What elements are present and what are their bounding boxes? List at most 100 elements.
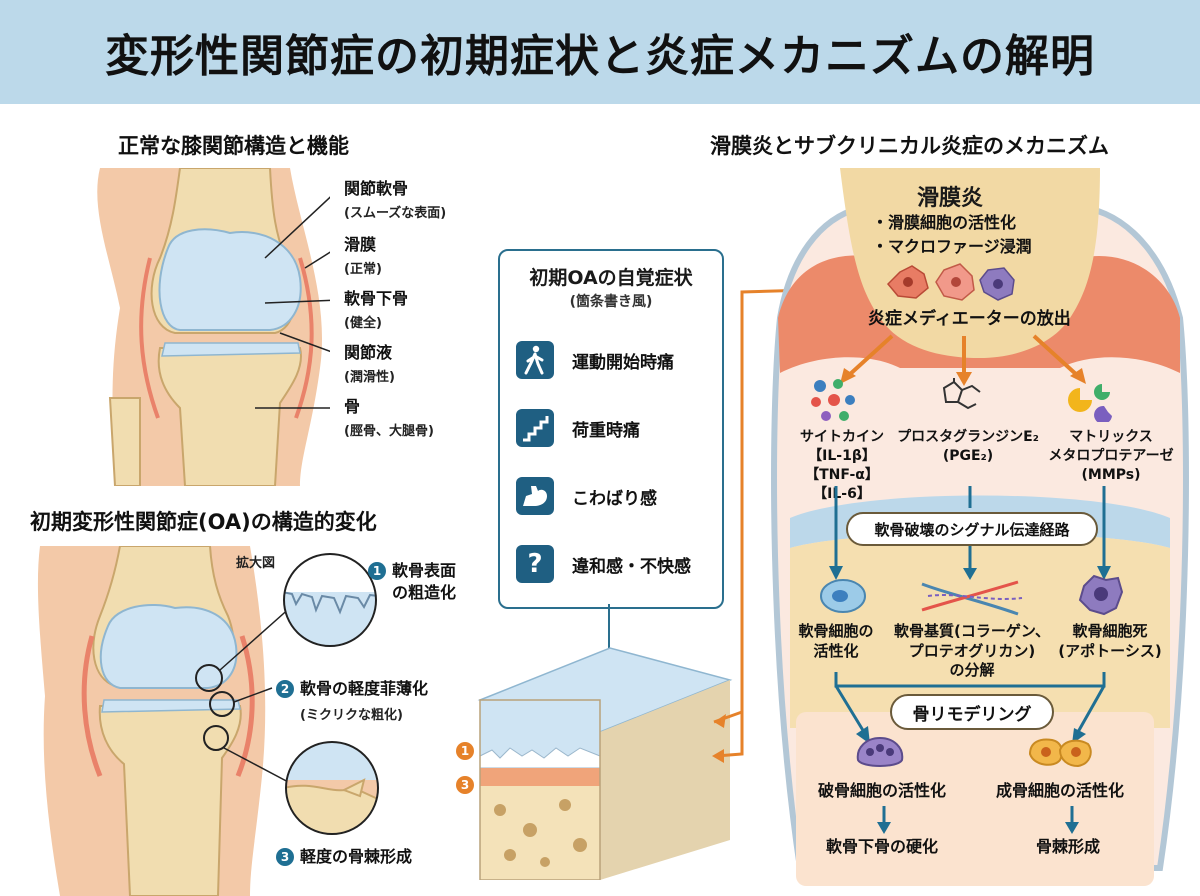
oa-change-1-text: 軟骨表面 <box>392 561 457 580</box>
effect-2-line-3: の分解 <box>949 661 995 679</box>
osteoblast-icon <box>1028 738 1092 768</box>
title-bar: 変形性関節症の初期症状と炎症メカニズムの解明 <box>0 0 1200 104</box>
oa-change-2-sub: (ミクリクな粗化) <box>300 707 403 723</box>
cytokine-line-3: 【TNF-α】 <box>805 466 879 483</box>
synovium-right <box>294 257 314 419</box>
normal-knee-heading: 正常な膝関節構造と機能 <box>118 134 349 158</box>
subchondral-sclerosis: 軟骨下骨の硬化 <box>826 837 939 856</box>
symptom-text-3: こわばり感 <box>572 488 657 509</box>
symptom-row-4: ? 違和感・不快感 <box>516 545 691 583</box>
remodeling-title: 骨リモデリング <box>890 694 1054 730</box>
symptom-text-4: 違和感・不快感 <box>572 556 691 577</box>
mmp-line-1: マトリックス <box>1069 429 1153 445</box>
pge2-line-2: (PGE₂) <box>942 447 994 464</box>
mmp-line-2: メタロプロテアーゼ <box>1048 447 1174 464</box>
cytokine-line-2: 【IL-1β】 <box>808 447 876 464</box>
label-synovium: 滑膜 <box>344 235 377 254</box>
cytokine-line-1: サイトカイン <box>800 429 884 445</box>
block-marker-1: 1 <box>456 740 474 760</box>
oa-femoral-cartilage <box>99 604 238 689</box>
effect-3-line-2: (アポトーシス) <box>1058 641 1162 660</box>
label-articular-cartilage-sub: (スムーズな表面) <box>344 206 447 221</box>
mediator-release-text: 炎症メディエーターの放出 <box>868 309 1071 329</box>
mediator-mmp: マトリックス メタロプロテアーゼ (MMPs) <box>1036 428 1186 485</box>
symptom-text-2: 荷重時痛 <box>572 420 640 441</box>
walking-person-icon <box>516 341 554 379</box>
question-mark-icon: ? <box>516 545 554 583</box>
pathway-label: 軟骨破壊のシグナル伝達経路 <box>846 512 1098 546</box>
block-marker-3-number: 3 <box>456 776 474 794</box>
oa-change-1-text2: の粗造化 <box>392 582 457 602</box>
osteoblast-activation: 成骨細胞の活性化 <box>996 781 1125 800</box>
flexed-arm-icon <box>516 477 554 515</box>
block-marker-3: 3 <box>456 774 474 794</box>
symptoms-title: 初期OAの自覚症状 <box>529 267 693 289</box>
synovitis-bullet-1: ・滑膜細胞の活性化 <box>872 213 1017 232</box>
synovium-left <box>139 257 160 419</box>
oa-change-3-number: 3 <box>276 848 294 866</box>
oa-change-3-text: 軽度の骨棘形成 <box>300 847 413 867</box>
mechanism-heading: 滑膜炎とサブクリニカル炎症のメカニズム <box>710 134 1109 158</box>
tibial-cartilage <box>161 342 301 357</box>
oa-change-2-number: 2 <box>276 680 294 698</box>
label-bone: 骨 <box>344 397 361 416</box>
zoom-label: 拡大図 <box>236 556 276 571</box>
symptoms-subtitle: (箇条書き風) <box>569 294 653 310</box>
symptoms-box: 初期OAの自覚症状 (箇条書き風) 運動開始時痛 荷重時痛 こわばり感 ? 違和… <box>498 249 724 609</box>
cytokine-icon <box>811 379 855 421</box>
page-title: 変形性関節症の初期症状と炎症メカニズムの解明 <box>105 31 1095 82</box>
normal-knee-illustration <box>97 168 330 486</box>
remodeling-arrows <box>834 672 1106 744</box>
symptom-row-3: こわばり感 <box>516 477 657 515</box>
osteoclast-icon <box>856 736 904 767</box>
matrix-fibers-icon <box>921 580 1023 616</box>
effect-apoptosis: 軟骨細胞死 (アポトーシス) <box>1050 622 1170 661</box>
symptom-text-1: 運動開始時痛 <box>572 352 674 373</box>
oa-change-2: 2 軟骨の軽度菲薄化 (ミクリクな粗化) <box>276 680 428 723</box>
apoptosis-cell-icon <box>1078 574 1124 616</box>
oa-change-2-text: 軟骨の軽度菲薄化 <box>300 679 429 698</box>
prostaglandin-icon <box>942 378 981 410</box>
articular-cartilage <box>158 228 302 331</box>
fibula-bone <box>108 397 141 486</box>
effect-3-line-1: 軟骨細胞死 <box>1072 622 1148 640</box>
remodeling-box <box>796 712 1154 886</box>
effect-2-line-2: プロテオグリカン) <box>908 641 1036 660</box>
synovitis-bullet-2: ・マクロファージ浸潤 <box>872 237 1032 256</box>
oa-heading: 初期変形性関節症(OA)の構造的変化 <box>30 510 377 534</box>
label-synovium-sub: (正常) <box>344 262 382 277</box>
effect-2-line-1: 軟骨基質(コラーゲン、 <box>894 622 1050 640</box>
block-marker-1-number: 1 <box>456 742 474 760</box>
tissue-block <box>477 647 733 880</box>
effect-chondrocyte: 軟骨細胞の 活性化 <box>776 622 896 661</box>
macrophage-cells <box>886 263 1015 301</box>
zoom-osteophyte <box>285 741 379 835</box>
label-bone-sub: (脛骨、大腿骨) <box>344 424 434 439</box>
stairs-icon <box>516 409 554 447</box>
mediator-pge2: プロスタグランジンE₂ (PGE₂) <box>888 428 1048 466</box>
effect-1-line-2: 活性化 <box>813 641 859 660</box>
synovitis-title: 滑膜炎 <box>916 186 983 211</box>
label-synovial-fluid: 関節液 <box>344 343 393 362</box>
oa-change-3: 3 軽度の骨棘形成 <box>276 848 412 866</box>
symptom-row-2: 荷重時痛 <box>516 409 640 447</box>
symptom-connector <box>608 604 610 650</box>
osteophyte-formation: 骨棘形成 <box>1036 837 1101 856</box>
oa-change-1: 1 軟骨表面 の粗造化 <box>368 562 456 601</box>
oa-knee-illustration <box>37 546 293 896</box>
pge2-line-1: プロスタグランジンE₂ <box>897 429 1039 445</box>
orange-arrows <box>712 288 811 763</box>
cytokine-line-4: 【IL-6】 <box>813 485 871 502</box>
mediator-arrows <box>840 334 1086 386</box>
chondrocyte-icon <box>820 579 866 613</box>
label-subchondral-bone-sub: (健全) <box>344 316 382 331</box>
mmp-line-3: (MMPs) <box>1081 466 1141 483</box>
label-articular-cartilage: 関節軟骨 <box>344 179 409 198</box>
zoom-cartilage-surface <box>283 553 377 647</box>
symptom-row-1: 運動開始時痛 <box>516 341 674 379</box>
label-synovial-fluid-sub: (潤滑性) <box>344 370 395 385</box>
effect-1-line-1: 軟骨細胞の <box>798 622 874 640</box>
effect-matrix: 軟骨基質(コラーゲン、 プロテオグリカン) の分解 <box>886 622 1058 681</box>
label-subchondral-bone: 軟骨下骨 <box>344 289 409 308</box>
tibia-bone <box>157 347 302 486</box>
